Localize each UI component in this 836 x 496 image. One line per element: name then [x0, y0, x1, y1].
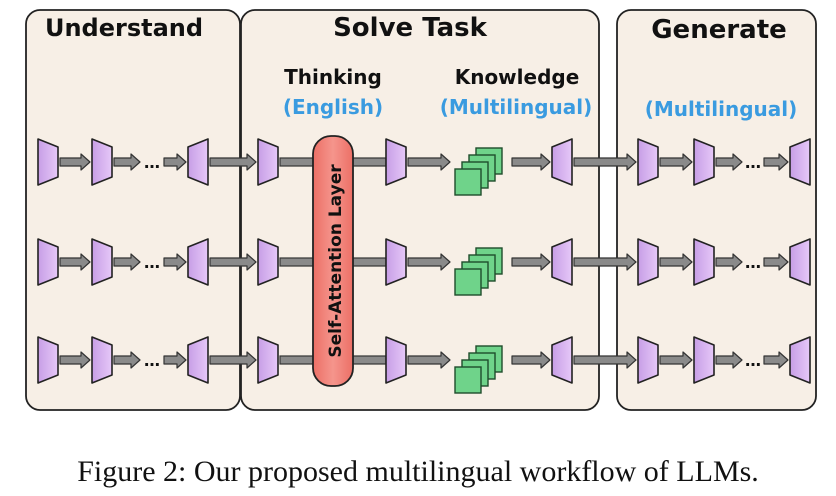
row-1-knowledge-layer — [551, 138, 573, 186]
row-2-generate-arrow-3 — [763, 253, 789, 271]
row-3-thinking-layer-2 — [385, 336, 407, 384]
row-2-thinking-layer-1 — [257, 238, 279, 286]
row-3-cross-arrow-2 — [573, 351, 637, 369]
row-3-knowledge-layer — [551, 336, 573, 384]
row-3-knowledge-experts-square-1 — [454, 366, 482, 394]
row-1-cross-arrow-2 — [573, 153, 637, 171]
row-2-knowledge-experts-square-1 — [454, 268, 482, 296]
row-3-thinking-layer-1 — [257, 336, 279, 384]
row-2-understand-layer-2 — [91, 238, 113, 286]
generate-panel — [616, 9, 817, 411]
row-1-thinking-layer-1 — [257, 138, 279, 186]
row-1-knowledge-experts-square-1 — [454, 168, 482, 196]
figure-caption: Figure 2: Our proposed multilingual work… — [77, 455, 759, 488]
row-2-understand-layer-1 — [37, 238, 59, 286]
row-1-generate-arrow-3 — [763, 153, 789, 171]
row-2-generate-arrow-1 — [659, 253, 693, 271]
row-3-generate-ellipsis: … — [745, 351, 761, 370]
row-3-understand-layer-1 — [37, 336, 59, 384]
row-1-knowledge-arrow-in — [407, 153, 451, 171]
row-2-understand-arrow-1 — [59, 253, 91, 271]
row-3-understand-arrow-1 — [59, 351, 91, 369]
solve-task-title: Solve Task — [333, 13, 488, 43]
generate-title: Generate — [651, 15, 787, 45]
row-3-generate-layer-3 — [789, 336, 811, 384]
row-1-understand-arrow-2 — [113, 153, 141, 171]
row-3-understand-arrow-3 — [163, 351, 187, 369]
row-1-generate-arrow-2 — [715, 153, 743, 171]
row-3-understand-layer-2 — [91, 336, 113, 384]
understand-title: Understand — [45, 14, 203, 42]
row-2-generate-layer-1 — [637, 238, 659, 286]
row-1-generate-layer-3 — [789, 138, 811, 186]
row-2-generate-layer-2 — [693, 238, 715, 286]
self-attention-label: Self-Attention Layer — [326, 164, 346, 358]
thinking-label: Thinking — [284, 65, 382, 89]
row-3-generate-arrow-1 — [659, 351, 693, 369]
row-1-understand-ellipsis: … — [144, 153, 160, 172]
row-1-understand-layer-3 — [187, 138, 209, 186]
row-2-understand-arrow-2 — [113, 253, 141, 271]
row-2-knowledge-layer — [551, 238, 573, 286]
row-1-understand-layer-2 — [91, 138, 113, 186]
rows-layer: … … … … … … — [37, 138, 811, 394]
row-3-generate-arrow-3 — [763, 351, 789, 369]
row-1-understand-arrow-3 — [163, 153, 187, 171]
row-1-generate-ellipsis: … — [745, 153, 761, 172]
row-2-understand-layer-3 — [187, 238, 209, 286]
row-1-understand-arrow-1 — [59, 153, 91, 171]
row-2-cross-arrow-1 — [209, 253, 257, 271]
row-1-generate-layer-2 — [693, 138, 715, 186]
row-3-cross-arrow-1 — [209, 351, 257, 369]
row-3-understand-layer-3 — [187, 336, 209, 384]
knowledge-label: Knowledge — [455, 65, 580, 89]
row-3-generate-layer-1 — [637, 336, 659, 384]
generate-language: (Multilingual) — [645, 97, 798, 121]
row-2-cross-arrow-2 — [573, 253, 637, 271]
row-2-thinking-layer-2 — [385, 238, 407, 286]
row-1-generate-layer-1 — [637, 138, 659, 186]
row-2-generate-layer-3 — [789, 238, 811, 286]
row-3-generate-arrow-2 — [715, 351, 743, 369]
row-2-knowledge-arrow-out — [511, 253, 551, 271]
row-2-generate-arrow-2 — [715, 253, 743, 271]
row-1-generate-arrow-1 — [659, 153, 693, 171]
row-3-understand-ellipsis: … — [144, 351, 160, 370]
thinking-language: (English) — [283, 95, 383, 119]
row-2-understand-arrow-3 — [163, 253, 187, 271]
row-1-knowledge-arrow-out — [511, 153, 551, 171]
row-1-understand-layer-1 — [37, 138, 59, 186]
row-3-understand-arrow-2 — [113, 351, 141, 369]
row-3-knowledge-arrow-out — [511, 351, 551, 369]
understand-panel — [25, 9, 241, 411]
row-1-cross-arrow-1 — [209, 153, 257, 171]
self-attention-layer — [312, 135, 354, 387]
row-3-generate-layer-2 — [693, 336, 715, 384]
knowledge-language: (Multilingual) — [440, 95, 593, 119]
row-2-understand-ellipsis: … — [144, 253, 160, 272]
row-2-knowledge-arrow-in — [407, 253, 451, 271]
row-1-thinking-layer-2 — [385, 138, 407, 186]
row-2-generate-ellipsis: … — [745, 253, 761, 272]
row-3-knowledge-arrow-in — [407, 351, 451, 369]
